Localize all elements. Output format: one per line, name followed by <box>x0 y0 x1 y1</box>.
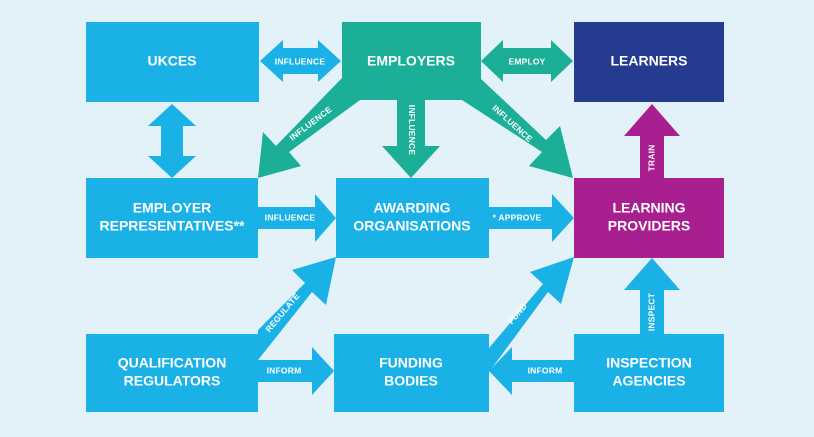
node-employer-representatives-label-line2: REPRESENTATIVES** <box>100 218 246 234</box>
arrow-funding-providers <box>489 257 574 372</box>
node-funding-bodies: FUNDING BODIES <box>334 334 489 412</box>
node-funding-bodies-label-line1: FUNDING <box>379 355 443 371</box>
node-funding-bodies-label-line2: BODIES <box>384 373 438 389</box>
double-arrow-employers-learners <box>481 40 573 82</box>
node-inspection-agencies-label-line1: INSPECTION <box>606 355 692 371</box>
node-learners: LEARNERS <box>574 22 724 102</box>
node-qualification-regulators: QUALIFICATION REGULATORS <box>86 334 258 412</box>
double-arrow-ukces-reps <box>148 104 196 178</box>
arrow-regulators-funding <box>258 347 334 395</box>
label-inspection-providers: INSPECT <box>646 292 656 331</box>
node-inspection-agencies: INSPECTION AGENCIES <box>574 334 724 412</box>
label-inspection-funding: INFORM <box>528 365 563 375</box>
node-learning-providers: LEARNING PROVIDERS <box>574 178 724 258</box>
arrow-providers-learners <box>624 104 680 178</box>
node-employers: EMPLOYERS <box>342 22 481 100</box>
label-providers-learners: TRAIN <box>646 145 656 172</box>
arrow-employers-reps <box>258 78 360 178</box>
arrow-regulators-awarding <box>258 257 336 360</box>
arrow-inspection-providers <box>624 258 680 334</box>
node-employer-representatives: EMPLOYER REPRESENTATIVES** <box>86 178 258 258</box>
label-regulators-funding: INFORM <box>267 365 302 375</box>
node-ukces: UKCES <box>86 22 259 102</box>
arrow-inspection-funding <box>489 347 574 395</box>
arrow-employers-awarding <box>382 100 440 178</box>
arrow-reps-awarding <box>258 194 336 242</box>
label-reps-awarding: INFLUENCE <box>265 212 316 222</box>
node-awarding-organisations: AWARDING ORGANISATIONS <box>336 178 489 258</box>
double-arrow-ukces-employers <box>260 40 341 82</box>
label-employers-awarding: INFLUENCE <box>407 105 417 156</box>
node-learning-providers-label-line1: LEARNING <box>612 200 685 216</box>
node-ukces-label: UKCES <box>147 53 196 69</box>
arrow-awarding-providers <box>489 194 574 242</box>
node-inspection-agencies-label-line2: AGENCIES <box>612 373 685 389</box>
node-awarding-organisations-label-line1: AWARDING <box>374 200 451 216</box>
node-employer-representatives-label-line1: EMPLOYER <box>133 200 212 216</box>
node-learning-providers-label-line2: PROVIDERS <box>608 218 690 234</box>
node-qualification-regulators-label-line1: QUALIFICATION <box>118 355 227 371</box>
node-qualification-regulators-label-line2: REGULATORS <box>124 373 221 389</box>
label-awarding-providers: * APPROVE <box>493 212 542 222</box>
node-awarding-organisations-label-line2: ORGANISATIONS <box>353 218 470 234</box>
node-learners-label: LEARNERS <box>610 53 687 69</box>
node-employers-label: EMPLOYERS <box>367 53 455 69</box>
label-employers-learners: EMPLOY <box>508 56 545 66</box>
arrow-employers-providers <box>462 78 573 178</box>
label-ukces-employers: INFLUENCE <box>275 56 326 66</box>
